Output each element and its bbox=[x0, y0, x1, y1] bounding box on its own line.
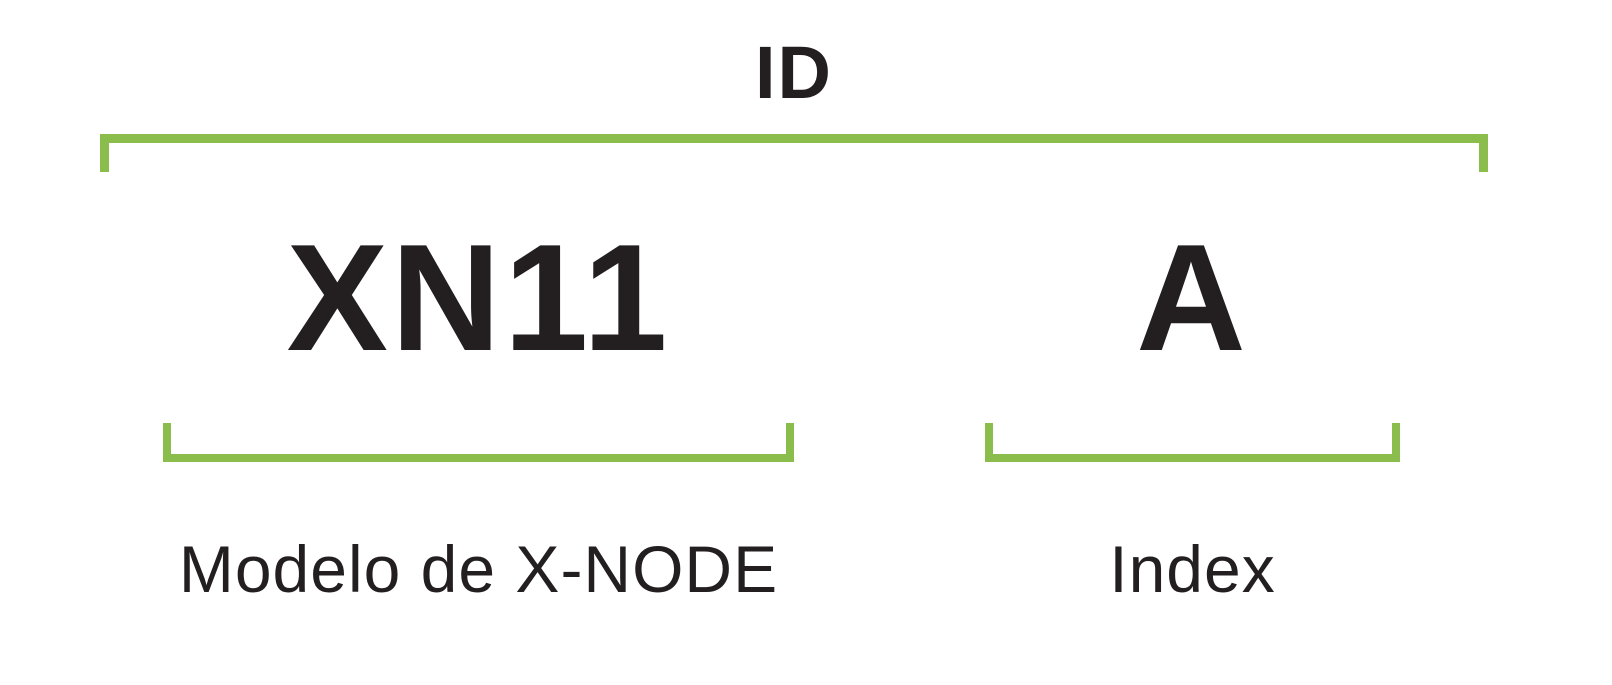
index-bracket bbox=[985, 423, 1400, 462]
model-label: Modelo de X-NODE bbox=[178, 532, 779, 606]
model-value: XN11 bbox=[286, 213, 671, 383]
index-label: Index bbox=[1109, 532, 1276, 606]
index-value: A bbox=[1136, 213, 1249, 383]
id-span-bracket bbox=[100, 134, 1488, 172]
id-title: ID bbox=[755, 31, 833, 114]
model-bracket bbox=[163, 423, 794, 462]
